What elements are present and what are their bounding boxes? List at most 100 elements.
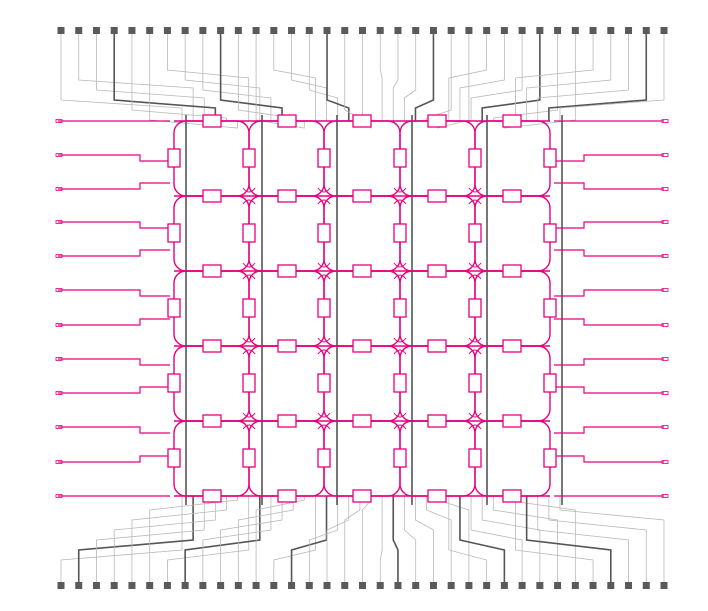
routing-trace-bottom xyxy=(131,496,227,584)
left-port-terminal xyxy=(55,323,63,327)
routing-trace-top xyxy=(526,32,612,121)
bond-pad-bottom xyxy=(429,582,437,589)
right-port-terminal xyxy=(661,119,669,123)
vertical-coupler xyxy=(393,448,407,468)
routing-trace-bottom xyxy=(548,496,647,584)
vertical-coupler xyxy=(167,148,181,168)
horizontal-coupler xyxy=(502,114,522,128)
left-port-terminal xyxy=(55,187,63,191)
routing-trace-top xyxy=(202,32,272,121)
horizontal-coupler xyxy=(502,189,522,203)
horizontal-coupler xyxy=(277,489,297,503)
left-port-waveguide xyxy=(58,358,170,366)
bond-pad-top xyxy=(483,27,491,34)
vertical-coupler xyxy=(468,373,482,393)
routing-trace-bottom xyxy=(344,496,361,584)
bond-pad-top xyxy=(625,27,633,34)
horizontal-coupler xyxy=(427,489,447,503)
vertical-coupler xyxy=(468,298,482,318)
bond-pad-top xyxy=(252,27,260,34)
horizontal-coupler xyxy=(352,414,372,428)
electrical-routing xyxy=(60,32,665,584)
bond-pad-bottom xyxy=(536,582,544,589)
bond-pad-bottom xyxy=(146,582,154,589)
horizontal-coupler xyxy=(502,264,522,278)
right-port-terminal xyxy=(661,254,669,258)
routing-trace-top xyxy=(96,32,205,121)
routing-trace-top xyxy=(414,32,435,121)
horizontal-coupler xyxy=(352,114,372,128)
vertical-coupler xyxy=(543,373,557,393)
horizontal-coupler xyxy=(352,189,372,203)
bond-pad-top xyxy=(234,27,242,34)
left-port-terminal xyxy=(55,357,63,361)
right-port-waveguide xyxy=(554,318,664,326)
routing-trace-bottom xyxy=(415,496,434,584)
bond-pad-bottom xyxy=(163,582,171,589)
routing-trace-bottom xyxy=(379,496,383,584)
right-port-waveguide xyxy=(554,289,664,297)
routing-trace-bottom xyxy=(149,496,238,584)
routing-trace-bottom xyxy=(515,496,594,584)
left-port-terminal xyxy=(55,119,63,123)
vertical-coupler xyxy=(167,448,181,468)
horizontal-coupler xyxy=(427,339,447,353)
right-port-terminal xyxy=(661,357,669,361)
routing-trace-top xyxy=(78,32,194,121)
routing-trace-bottom xyxy=(77,496,194,584)
bond-pad-bottom xyxy=(75,582,83,589)
routing-trace-top xyxy=(392,32,399,121)
routing-trace-top xyxy=(403,32,417,121)
left-port-waveguide xyxy=(58,182,170,190)
left-port-waveguide xyxy=(58,386,170,394)
bond-pad-top xyxy=(465,27,473,34)
left-port-waveguide xyxy=(58,318,170,326)
routing-trace-top xyxy=(481,32,541,121)
horizontal-coupler xyxy=(202,414,222,428)
horizontal-coupler xyxy=(277,339,297,353)
horizontal-coupler xyxy=(277,264,297,278)
horizontal-coupler xyxy=(502,414,522,428)
bond-pad-top xyxy=(181,27,189,34)
routing-trace-bottom xyxy=(308,496,339,584)
bond-pad-bottom xyxy=(323,582,331,589)
routing-trace-bottom xyxy=(537,496,629,584)
left-port-terminal xyxy=(55,153,63,157)
right-port-terminal xyxy=(661,220,669,224)
vertical-coupler xyxy=(468,223,482,243)
routing-trace-top xyxy=(426,32,452,121)
routing-trace-bottom xyxy=(426,496,452,584)
vertical-coupler xyxy=(543,223,557,243)
right-port-waveguide xyxy=(554,249,664,257)
routing-trace-bottom xyxy=(96,496,205,584)
left-port-waveguide xyxy=(58,249,170,257)
horizontal-coupler xyxy=(352,339,372,353)
bond-pad-bottom xyxy=(110,582,118,589)
routing-trace-bottom xyxy=(184,496,261,584)
bond-pad-top xyxy=(110,27,118,34)
routing-trace-bottom xyxy=(403,496,417,584)
bond-pad-top xyxy=(323,27,331,34)
routing-trace-bottom xyxy=(525,496,612,584)
routing-trace-bottom xyxy=(492,496,558,584)
bond-pad-top xyxy=(92,27,100,34)
waveguide-crossing xyxy=(393,412,407,430)
right-port-terminal xyxy=(661,187,669,191)
vertical-coupler xyxy=(468,448,482,468)
vertical-coupler xyxy=(543,298,557,318)
routing-trace-bottom xyxy=(470,496,523,584)
bond-pad-bottom xyxy=(217,582,225,589)
vertical-coupler xyxy=(468,148,482,168)
horizontal-coupler xyxy=(352,264,372,278)
bond-pad-top xyxy=(500,27,508,34)
bond-pad-bottom xyxy=(92,582,100,589)
waveguide-crossing xyxy=(317,187,331,205)
waveguide-crossing xyxy=(468,187,482,205)
vertical-coupler xyxy=(242,298,256,318)
bond-pad-bottom xyxy=(394,582,402,589)
left-port-waveguide xyxy=(58,289,170,297)
right-port-terminal xyxy=(661,460,669,464)
routing-trace-top xyxy=(273,32,316,121)
left-port-waveguide xyxy=(58,455,170,463)
horizontal-coupler xyxy=(502,339,522,353)
